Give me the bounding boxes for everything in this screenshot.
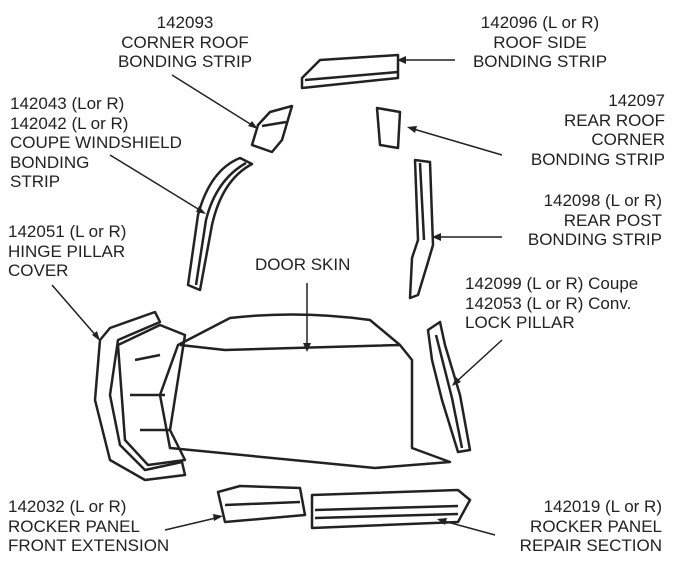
- part-number: 142093: [156, 13, 214, 32]
- part-name: BONDING STRIP: [117, 52, 253, 71]
- label-windshield-strip: 142043 (Lor R) 142042 (L or R) COUPE WIN…: [10, 94, 182, 192]
- part-name: BONDING STRIP: [530, 149, 665, 169]
- part-name: COVER: [8, 261, 69, 280]
- label-corner-roof-strip: 142093 CORNER ROOF BONDING STRIP: [95, 13, 275, 72]
- part-name: REAR POST: [563, 210, 662, 230]
- door-skin: [158, 313, 452, 470]
- part-name: REPAIR SECTION: [519, 536, 662, 555]
- part-name: CORNER ROOF: [121, 32, 249, 52]
- part-number: 142053 (L or R) Conv.: [465, 293, 632, 313]
- part-number: 142099 (L or R) Coupe: [465, 274, 639, 293]
- windshield-strip: [186, 156, 254, 292]
- part-number: 142098 (L or R): [543, 191, 662, 210]
- label-hinge-pillar-cover: 142051 (L or R) HINGE PILLAR COVER: [8, 222, 126, 281]
- part-number: 142096 (L or R): [480, 13, 600, 32]
- label-door-skin: DOOR SKIN: [255, 255, 350, 275]
- part-name: LOCK PILLAR: [465, 313, 575, 332]
- rocker-repair-section: [310, 488, 472, 530]
- part-name: BONDING STRIP: [527, 230, 662, 249]
- arrow-heads: [92, 56, 461, 525]
- part-name: ROCKER PANEL: [530, 516, 662, 536]
- rocker-front-extension: [216, 484, 307, 524]
- label-rocker-front-extension: 142032 (L or R) ROCKER PANEL FRONT EXTEN…: [8, 497, 169, 556]
- label-rear-roof-corner-strip: 142097 REAR ROOF CORNER BONDING STRIP: [531, 91, 665, 169]
- part-name: BONDING STRIP: [472, 52, 608, 71]
- rear-post-strip: [408, 158, 435, 300]
- part-name: REAR ROOF: [563, 110, 665, 130]
- part-number: 142019 (L or R): [543, 497, 662, 516]
- label-rear-post-strip: 142098 (L or R) REAR POST BONDING STRIP: [528, 191, 662, 250]
- part-name: BONDING: [10, 152, 90, 172]
- part-number: 142043 (Lor R): [10, 94, 125, 113]
- part-name: HINGE PILLAR: [8, 241, 126, 261]
- part-name: DOOR SKIN: [255, 255, 351, 274]
- label-lock-pillar: 142099 (L or R) Coupe 142053 (L or R) Co…: [465, 274, 638, 333]
- part-name: CORNER: [591, 130, 665, 149]
- rear-roof-corner-strip: [375, 106, 402, 150]
- part-name: COUPE WINDSHIELD: [10, 133, 182, 152]
- part-name: ROOF SIDE: [493, 32, 587, 52]
- part-name: STRIP: [10, 172, 61, 191]
- leader-arrows: [51, 59, 503, 536]
- corner-roof-strip: [250, 104, 294, 154]
- hinge-pillar-cover: [93, 310, 187, 482]
- part-number: 142042 (L or R): [10, 113, 129, 133]
- roof-side-strip: [300, 53, 400, 90]
- part-number: 142032 (L or R): [8, 497, 127, 516]
- part-number: 142051 (L or R): [8, 222, 127, 241]
- hinge-pillar-body: [116, 323, 187, 467]
- part-name: FRONT EXTENSION: [8, 536, 170, 555]
- label-rocker-repair-section: 142019 (L or R) ROCKER PANEL REPAIR SECT…: [520, 497, 662, 556]
- lock-pillar: [426, 320, 472, 454]
- part-name: ROCKER PANEL: [8, 516, 140, 536]
- part-number: 142097: [608, 91, 665, 110]
- label-roof-side-strip: 142096 (L or R) ROOF SIDE BONDING STRIP: [455, 13, 625, 72]
